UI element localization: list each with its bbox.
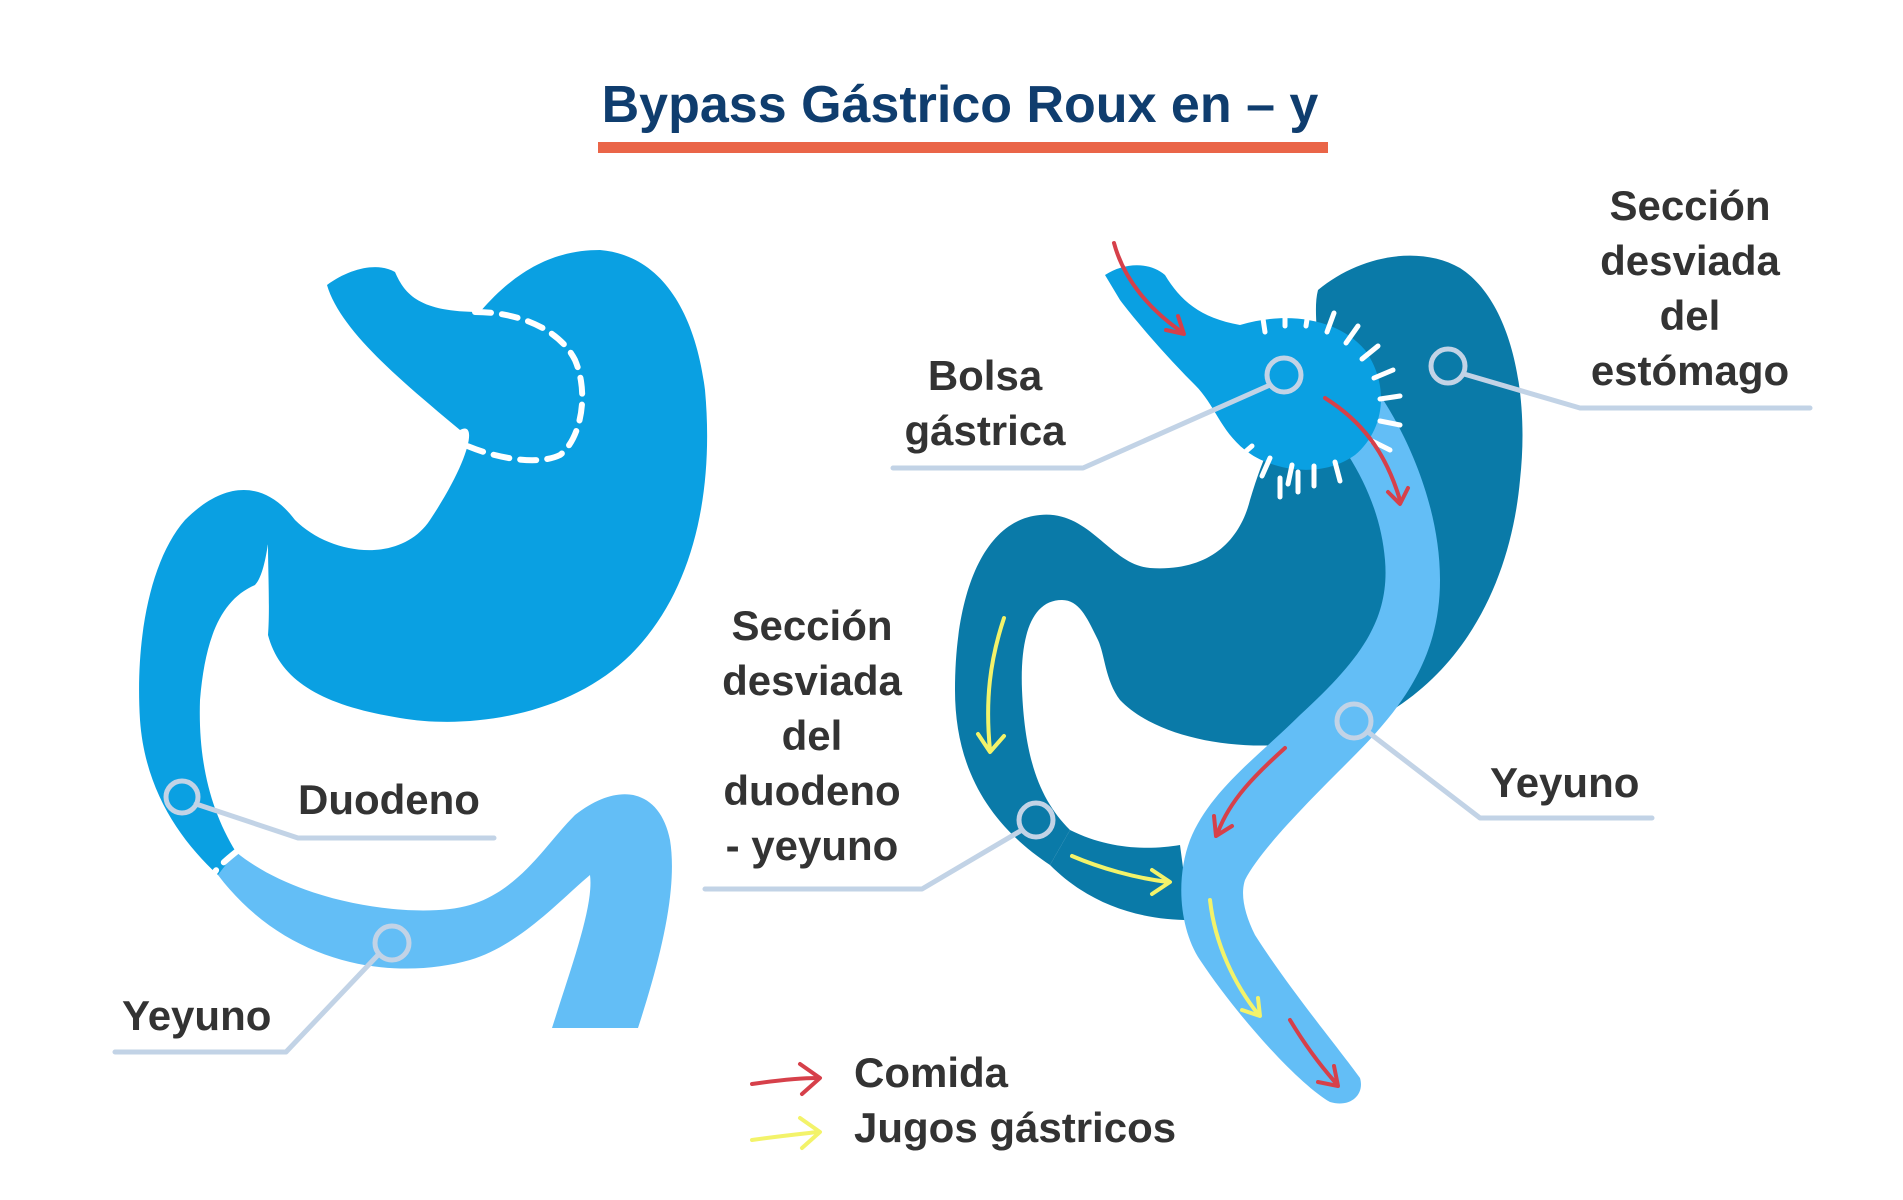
legend: Comida Jugos gástricos xyxy=(750,1049,1176,1151)
seccion-estomago-line4: estómago xyxy=(1591,347,1789,394)
food-arrow-head xyxy=(1164,314,1186,336)
seccion-duodeno-marker xyxy=(1016,800,1056,840)
right-yeyuno-label: Yeyuno xyxy=(1490,759,1639,806)
seccion-duodeno-line3: del xyxy=(782,712,843,759)
seccion-estomago-line2: desviada xyxy=(1600,237,1780,284)
legend-jugos-label: Jugos gástricos xyxy=(854,1104,1176,1151)
pouch-staple-line xyxy=(1234,303,1403,500)
juice-arrow xyxy=(1070,854,1170,884)
roux-limb xyxy=(1181,378,1440,1104)
seccion-duodeno-leader xyxy=(702,827,1025,892)
legend-food-arrow-head xyxy=(798,1062,822,1096)
juice-arrow-head xyxy=(976,732,1006,754)
bolsa-leader xyxy=(890,382,1273,471)
seccion-estomago-line3: del xyxy=(1660,292,1721,339)
excluded-duodenum-limb xyxy=(1050,830,1190,920)
bolsa-label-line2: gástrica xyxy=(904,407,1066,454)
food-arrow xyxy=(1112,241,1184,334)
food-arrow-head xyxy=(1212,814,1234,838)
seccion-estomago-marker xyxy=(1428,346,1468,386)
seccion-duodeno-line5: - yeyuno xyxy=(726,822,899,869)
seccion-duodeno-line2: desviada xyxy=(722,657,902,704)
left-yeyuno-marker xyxy=(372,923,412,963)
food-arrow-head xyxy=(1316,1064,1340,1088)
right-yeyuno-marker xyxy=(1334,701,1374,741)
food-arrows xyxy=(1112,241,1410,1088)
legend-juice-arrow-head xyxy=(798,1116,822,1150)
seccion-estomago-line1: Sección xyxy=(1609,182,1770,229)
legend-comida-label: Comida xyxy=(854,1049,1009,1096)
left-yeyuno-leader xyxy=(112,952,381,1055)
juice-arrows xyxy=(976,616,1262,1018)
food-arrow-head xyxy=(1386,486,1410,506)
juice-arrow-head xyxy=(1240,996,1262,1018)
right-yeyuno-leader xyxy=(1365,729,1655,821)
gastric-pouch xyxy=(1105,265,1382,470)
normal-stomach-group xyxy=(139,250,708,1028)
legend-juice-arrow xyxy=(750,1130,820,1142)
left-pouch-dashed-line xyxy=(462,309,586,464)
left-junction-dashed-line xyxy=(207,849,239,883)
diagram-title: Bypass Gástrico Roux en – y xyxy=(602,76,1319,134)
juice-arrow xyxy=(1208,898,1260,1016)
juice-arrow-head xyxy=(1150,868,1172,896)
duodeno-marker xyxy=(163,778,201,816)
bolsa-marker xyxy=(1264,355,1304,395)
left-stomach xyxy=(139,250,708,875)
food-arrow xyxy=(1216,746,1287,834)
bypass-group xyxy=(955,241,1523,1104)
legend-food-arrow xyxy=(750,1076,820,1086)
seccion-duodeno-line1: Sección xyxy=(731,602,892,649)
seccion-estomago-leader xyxy=(1461,371,1813,411)
left-jejunum xyxy=(218,794,672,1028)
juice-arrow xyxy=(986,616,1006,752)
duodeno-leader xyxy=(193,801,497,841)
duodeno-label: Duodeno xyxy=(298,776,480,823)
food-arrow xyxy=(1288,1018,1337,1084)
left-yeyuno-label: Yeyuno xyxy=(122,992,271,1039)
title-underline xyxy=(598,142,1328,153)
food-arrow xyxy=(1323,396,1402,502)
bolsa-label-line1: Bolsa xyxy=(928,352,1043,399)
seccion-duodeno-line4: duodeno xyxy=(723,767,900,814)
